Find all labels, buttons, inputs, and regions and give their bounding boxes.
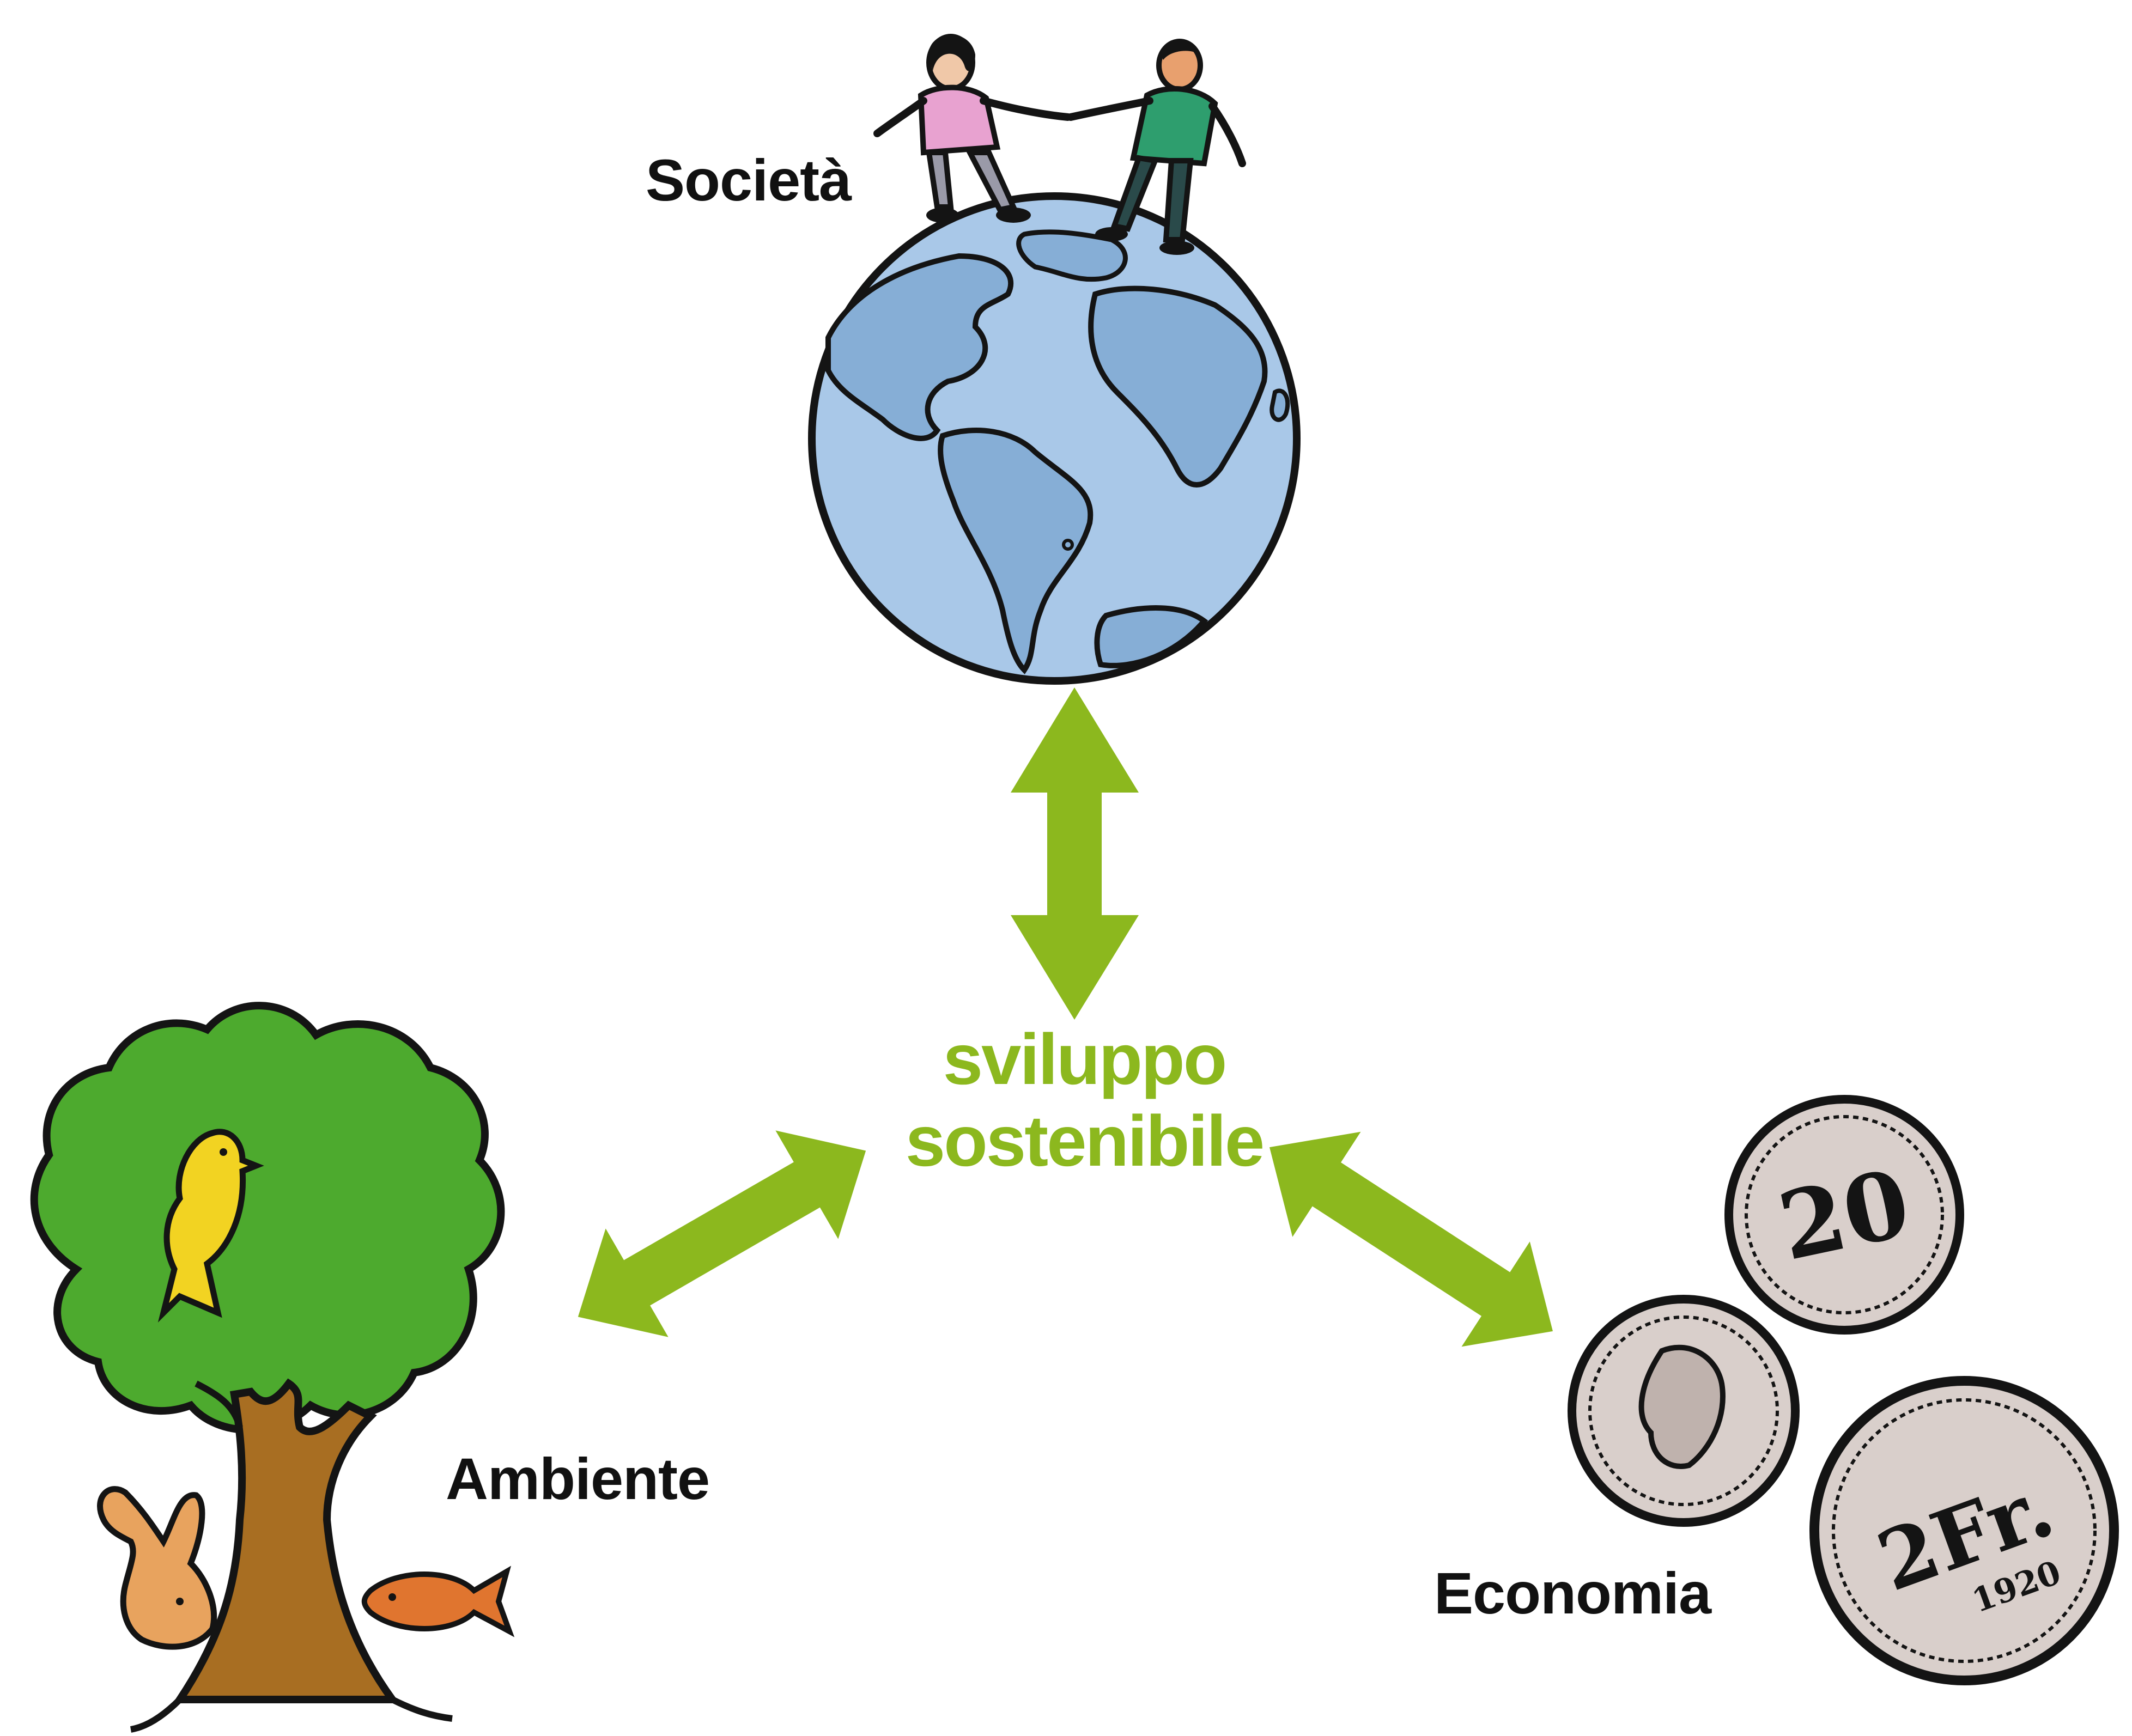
coins-illustration: 20 2Fr. 1920	[1568, 1095, 2119, 1685]
globe-illustration	[808, 34, 1301, 685]
tree-illustration	[30, 1002, 515, 1733]
node-label-economia: Economia	[1434, 1560, 1711, 1626]
center-title-line2: sostenibile	[905, 1101, 1265, 1181]
rabbit-icon	[97, 1486, 217, 1650]
person-left-icon	[873, 34, 1072, 223]
coin-top-icon: 20	[1724, 1095, 1964, 1335]
person-right-icon	[1067, 39, 1246, 255]
fish-icon	[361, 1566, 515, 1637]
center-title: sviluppo sostenibile	[872, 1019, 1297, 1182]
node-label-societa: Società	[646, 147, 852, 213]
coin-large-icon: 2Fr. 1920	[1809, 1376, 2119, 1685]
arrow-vertical	[1011, 687, 1139, 1020]
bird-icon	[157, 1129, 264, 1323]
coin-middle-icon	[1568, 1295, 1800, 1527]
arrow-right-diagonal	[1270, 1131, 1553, 1347]
tree-canopy-icon	[30, 1002, 505, 1434]
tree-trunk-icon	[130, 1378, 453, 1733]
center-title-line1: sviluppo	[943, 1019, 1228, 1099]
node-label-ambiente: Ambiente	[446, 1446, 710, 1512]
globe-icon	[808, 192, 1301, 685]
arrow-left-diagonal	[578, 1130, 866, 1337]
coin-top-value: 20	[1770, 1149, 1919, 1282]
